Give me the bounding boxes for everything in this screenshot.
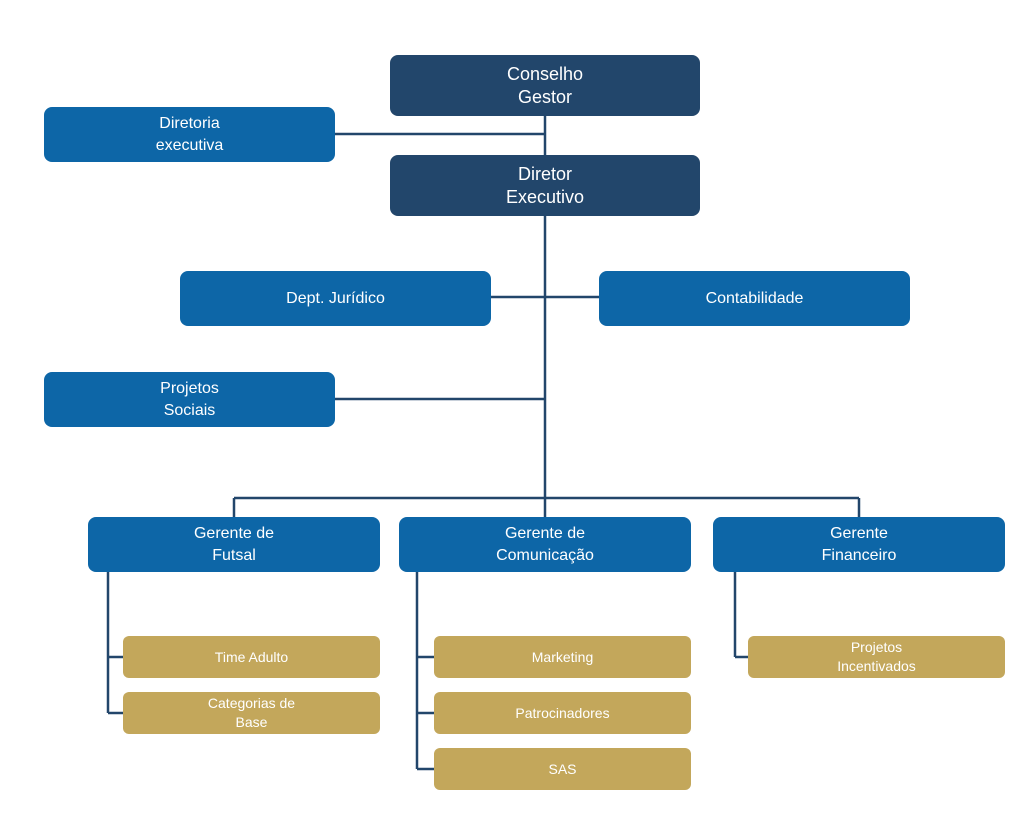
node-gerente-comunicacao: Gerente de Comunicação — [399, 517, 691, 572]
node-gerente-financeiro: Gerente Financeiro — [713, 517, 1005, 572]
node-sas: SAS — [434, 748, 691, 790]
node-conselho-gestor: Conselho Gestor — [390, 55, 700, 116]
node-marketing: Marketing — [434, 636, 691, 678]
node-categorias-base: Categorias de Base — [123, 692, 380, 734]
node-projetos-incentivados: Projetos Incentivados — [748, 636, 1005, 678]
node-time-adulto: Time Adulto — [123, 636, 380, 678]
node-gerente-futsal: Gerente de Futsal — [88, 517, 380, 572]
node-projetos-sociais: Projetos Sociais — [44, 372, 335, 427]
node-patrocinadores: Patrocinadores — [434, 692, 691, 734]
node-diretor-executivo: Diretor Executivo — [390, 155, 700, 216]
node-contabilidade: Contabilidade — [599, 271, 910, 326]
node-diretoria-executiva: Diretoria executiva — [44, 107, 335, 162]
node-dept-juridico: Dept. Jurídico — [180, 271, 491, 326]
